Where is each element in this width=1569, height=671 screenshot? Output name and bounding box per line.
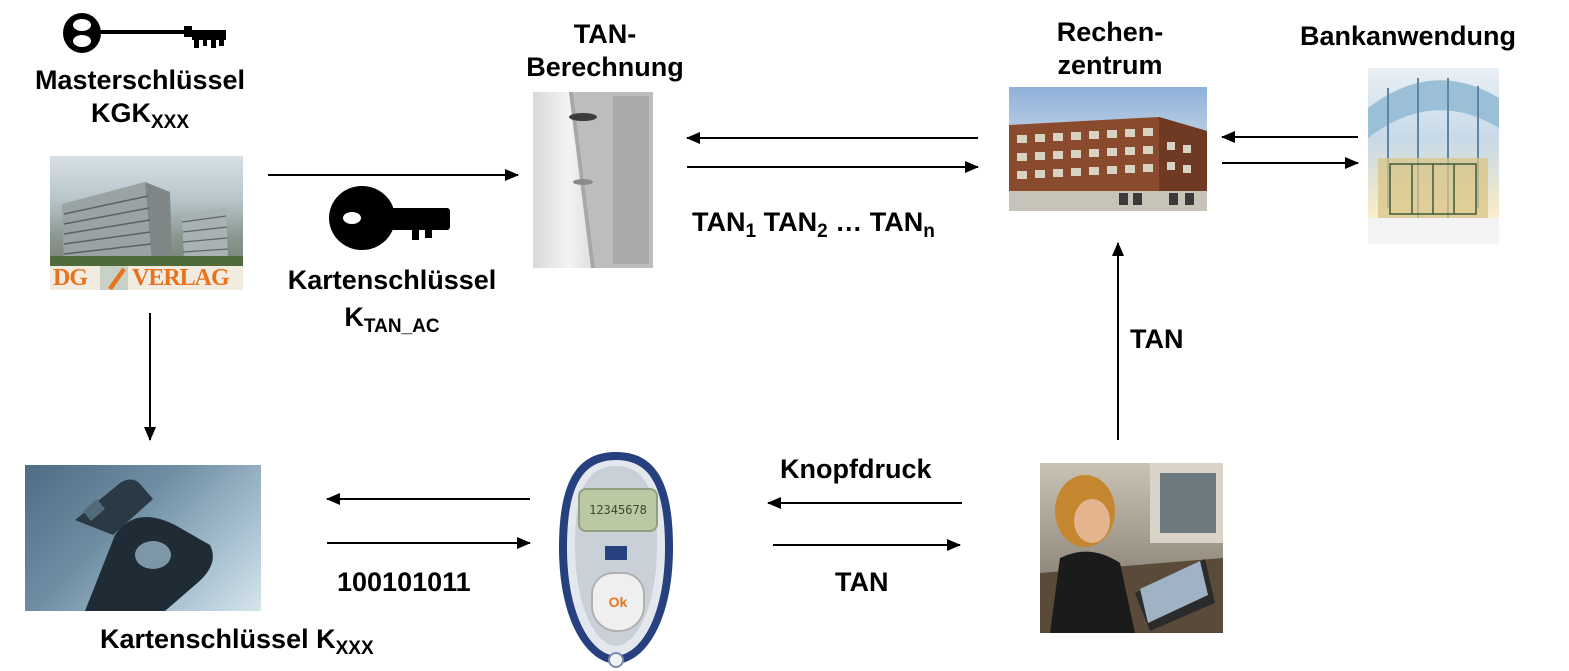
generator-ok-label: Ok	[608, 594, 628, 610]
master-key-icon	[63, 13, 226, 53]
card-key-label: Kartenschlüssel	[287, 265, 497, 295]
datacenter-label-2: zentrum	[1057, 50, 1163, 80]
dg-verlag-building-image: DG VERLAG	[50, 156, 243, 290]
logo-verlag: VERLAG	[132, 265, 230, 290]
generator-display: 12345678	[578, 488, 658, 532]
tan-calc-label-1: TAN-	[573, 19, 637, 49]
binary-label: 100101011	[337, 567, 471, 597]
card-key-tan-id: KTAN_AC	[344, 302, 440, 337]
tan-generator-device: 12345678 Ok	[555, 448, 677, 668]
generator-ok-button: Ok	[591, 572, 645, 632]
datacenter-label-1: Rechen-	[1056, 17, 1164, 47]
tan-up-label: TAN	[1130, 324, 1184, 354]
tan-server-image	[533, 92, 653, 268]
bank-app-label: Bankanwendung	[1300, 21, 1517, 51]
master-key-id: KGKXXX	[90, 98, 190, 133]
button-press-label: Knopfdruck	[780, 454, 932, 484]
card-key-icon	[329, 186, 450, 250]
tan-bottom-label: TAN	[835, 567, 889, 597]
user-photo	[1040, 463, 1223, 633]
tan-calc-label-2: Berechnung	[526, 52, 684, 82]
card-key-bottom-label: Kartenschlüssel KXXX	[100, 624, 374, 659]
tan-list: TAN1 TAN2 … TANn	[692, 207, 935, 242]
card-key-photo	[25, 465, 261, 611]
generator-logo	[605, 546, 627, 560]
master-key-title: Masterschlüssel	[34, 65, 246, 95]
logo-dg: DG	[53, 265, 88, 290]
bank-building-image	[1368, 68, 1499, 244]
datacenter-image	[1009, 87, 1207, 211]
